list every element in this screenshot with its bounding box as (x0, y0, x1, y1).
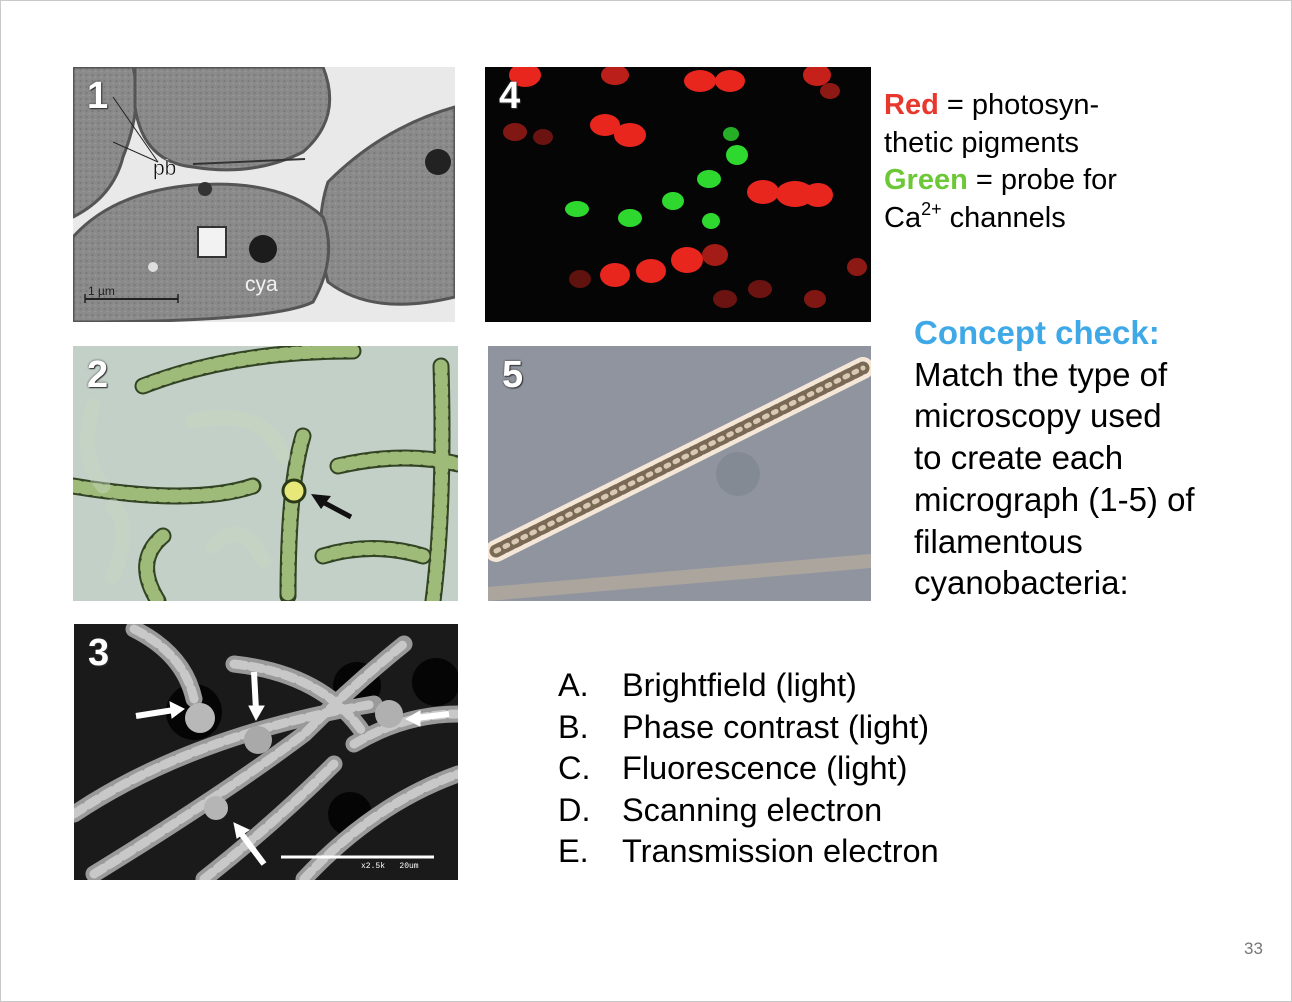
option-letter: C. (558, 750, 591, 786)
answer-options: A. Brightfield (light) B. Phase contrast (… (558, 665, 939, 873)
option-text: Transmission electron (622, 833, 939, 869)
option-letter: E. (558, 833, 589, 869)
concept-line: Match the type of (914, 355, 1168, 393)
option-text: Phase contrast (light) (622, 708, 930, 745)
brightfield-image (73, 346, 458, 601)
micrograph-number-1: 1 (87, 75, 109, 117)
option-letter: A. (558, 667, 589, 703)
option-letter: D. (558, 791, 591, 828)
concept-check-heading: Concept check: (914, 314, 1160, 351)
option-item: C. Fluorescence (light) (558, 748, 939, 790)
option-text: Fluorescence (light) (622, 750, 908, 786)
legend-red-line1: Red = photosyn- (884, 87, 1117, 125)
option-item: E. Transmission electron (558, 831, 939, 873)
sem-scale-label: x2.5k 20um (361, 862, 419, 871)
legend-ca-superscript: 2+ (921, 198, 942, 219)
legend-red-word: Red (884, 89, 939, 121)
concept-line: to create each (914, 439, 1124, 477)
color-legend: Red = photosyn- thetic pigments Green = … (884, 87, 1117, 237)
micrograph-2-brightfield: 2 (73, 346, 458, 601)
micrograph-3-sem: x2.5k 20um 3 (74, 624, 458, 880)
legend-channels: channels (941, 201, 1066, 234)
option-item: D. Scanning electron (558, 790, 939, 832)
micrograph-1-tem: pb cya 1 µm 1 (73, 67, 455, 322)
scale-bar-label: 1 µm (88, 284, 115, 298)
concept-line: filamentous (914, 522, 1083, 560)
concept-line: microscopy used (914, 397, 1162, 435)
option-text: Scanning electron (622, 791, 883, 828)
concept-line: micrograph (1-5) of (914, 480, 1195, 518)
micrograph-number-2: 2 (87, 354, 109, 396)
fluorescence-image (485, 67, 871, 322)
concept-check: Concept check: Match the type of microsc… (914, 312, 1195, 604)
page-number: 33 (1244, 939, 1263, 958)
option-letter: B. (558, 708, 589, 745)
sem-image: x2.5k 20um (74, 624, 458, 880)
option-text: Brightfield (light) (622, 667, 857, 703)
label-cya: cya (245, 273, 278, 296)
legend-red-line2: thetic pigments (884, 126, 1080, 159)
phase-contrast-image (488, 346, 871, 601)
micrograph-number-5: 5 (502, 354, 524, 396)
legend-ca-line: Ca2+ channels (884, 200, 1117, 238)
option-item: A. Brightfield (light) (558, 665, 939, 707)
legend-ca: Ca (884, 201, 922, 234)
legend-green-line: Green = probe for (884, 162, 1117, 200)
legend-red-text: = photosyn- (938, 89, 1100, 121)
micrograph-number-4: 4 (499, 75, 521, 117)
micrograph-number-3: 3 (88, 632, 110, 674)
legend-green-text: = probe for (967, 164, 1117, 196)
tem-image: pb cya 1 µm (73, 67, 455, 322)
label-pb: pb (153, 157, 176, 180)
legend-green-word: Green (884, 164, 968, 196)
option-item: B. Phase contrast (light) (558, 707, 939, 749)
concept-line: cyanobacteria: (914, 564, 1129, 602)
micrograph-4-fluorescence: 4 (485, 67, 871, 322)
micrograph-5-phase-contrast: 5 (488, 346, 871, 601)
